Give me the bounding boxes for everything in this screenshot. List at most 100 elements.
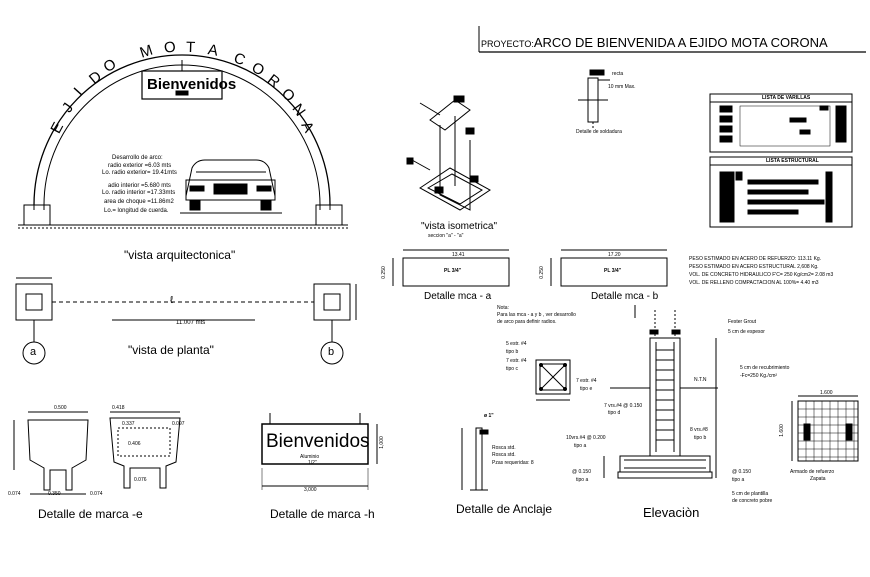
plan-drawing (15, 277, 357, 365)
marca-e-dim: 0.074 (90, 491, 103, 497)
marca-e-dim: 0.076 (134, 477, 147, 483)
anclaje-note: Rosca std. (492, 445, 516, 451)
arch-drawing (18, 54, 348, 229)
mca-a-label: PL 3/4" (444, 268, 462, 274)
zapata-drawing (791, 395, 859, 462)
marca-e-dim: 0.418 (112, 405, 125, 411)
anclaje-note: Pzas requeridas: 8 (492, 460, 534, 466)
axis-a-label: a (30, 346, 37, 358)
note-line: Para las mca - a y b , ver desarrollo (497, 312, 576, 318)
caption-seccion: seccion "a" - "a" (428, 233, 464, 239)
centerline-symbol: ℓ (170, 295, 174, 306)
elev-note: tipo b (506, 349, 519, 355)
arch-letter: O (162, 38, 178, 57)
soldadura-recta: recta (612, 71, 624, 77)
note-line: de arco para definir radios. (497, 319, 557, 325)
plan-dimension: 11.007 mts (176, 320, 206, 326)
marca-e-dim: 0.350 (48, 491, 61, 497)
marca-e-dim: 0.406 (128, 441, 141, 447)
note-line: Nota: (497, 305, 509, 311)
caption-zapata: Zapata (810, 476, 826, 482)
elev-note: tipo b (694, 435, 707, 441)
elev-note: 5 cm de recubrimiento (740, 365, 790, 371)
mca-details (392, 249, 668, 287)
elev-note: tipo a (576, 477, 589, 483)
marca-e-dim: 0.097 (172, 421, 185, 427)
table-estructural-title: LISTA ESTRUCTURAL (766, 158, 819, 164)
marca-h-width: 3,000 (304, 487, 317, 493)
elev-note: tipo a (732, 477, 745, 483)
car-drawing (180, 159, 282, 214)
elev-note: Fester Grout (728, 319, 757, 325)
elev-note: 8 vrs.#8 (690, 427, 708, 433)
mca-b-dim: 17.20 (608, 252, 621, 258)
zapata-dim2: 1.600 (778, 424, 785, 437)
arch-note: Lo. radio interior =17.33mts (102, 190, 176, 196)
arch-note: Desarrollo de arco: (112, 155, 163, 161)
caption-vista-planta: "vista de planta" (128, 343, 214, 357)
zapata-dim: 1.600 (820, 390, 833, 396)
marca-h-sign: Bienvenidos (266, 431, 370, 452)
elev-note: 7 vrs.#4 @ 0.150 (604, 403, 643, 409)
caption-soldadura: Detalle de soldadura (576, 129, 622, 135)
elev-note: tipo a (574, 443, 587, 449)
elev-note: @ 0.150 (572, 469, 591, 475)
weight-note: VOL. DE RELLENO COMPACTACION AL 100%= 4.… (689, 280, 819, 286)
elev-note: tipo d (608, 410, 621, 416)
elevation-drawing (603, 305, 718, 479)
arch-note: Lo. radio exterior= 19.41mts (102, 170, 177, 176)
arch-note: radio exterior =6.03 mts (108, 163, 172, 169)
elev-note: -Fc=250 Kg./cm² (740, 373, 778, 379)
mca-a-dim: 13.41 (452, 252, 465, 258)
elev-note: 7 estr. #4 (576, 378, 597, 384)
mca-b-height: 0.250 (538, 266, 545, 279)
project-title-text: ARCO DE BIENVENIDA A EJIDO MOTA CORONA (533, 35, 828, 50)
soldadura-detail (578, 69, 610, 130)
marca-h-sub: Aluminio (300, 454, 320, 460)
caption-vista-isometrica: "vista isometrica" (421, 221, 498, 232)
caption-vista-arquitectonica: "vista arquitectonica" (124, 248, 236, 262)
project-title: PROYECTO:ARCO DE BIENVENIDA A EJIDO MOTA… (481, 36, 828, 49)
anclaje-drawing (461, 427, 489, 491)
mca-b-label: PL 3/4" (604, 268, 622, 274)
weight-note: PESO ESTIMADO EN ACERO DE REFUERZO: 113.… (689, 256, 822, 262)
column-section (535, 359, 571, 401)
arch-note: Lo.= longitud de cuerda. (104, 208, 169, 214)
elev-note: tipo e (580, 386, 593, 392)
caption-detalle-e: Detalle de marca -e (38, 507, 143, 521)
arch-note: adio interior =5.680 mts (108, 183, 171, 189)
tables (709, 93, 853, 228)
anclaje-dia: ø 1" (484, 413, 494, 419)
elev-note: N.T.N (694, 377, 707, 383)
anclaje-note: Rosca std. (492, 452, 516, 458)
caption-detalle-b: Detalle mca - b (591, 291, 659, 302)
arch-sign: Bienvenidos (147, 76, 237, 93)
soldadura-max: 10 mm Max. (608, 84, 636, 90)
isometric-drawing (406, 95, 491, 211)
marca-h-sub: 1/2" (308, 460, 317, 466)
caption-detalle-a: Detalle mca - a (424, 291, 492, 302)
elev-note: tipo c (506, 366, 518, 372)
marca-h-height: 1,000 (378, 436, 385, 449)
project-prefix: PROYECTO: (481, 39, 534, 49)
caption-anclaje: Detalle de Anclaje (456, 502, 553, 516)
marca-h-drawing (261, 413, 378, 490)
marca-e-dim: 0.500 (54, 405, 67, 411)
elev-note: 5 estr. #4 (506, 341, 527, 347)
weight-note: PESO ESTIMADO EN ACERO ESTRUCTURAL 2,608… (689, 264, 819, 270)
table-varillas-title: LISTA DE VARILLAS (762, 95, 811, 101)
arch-letter: T (185, 38, 197, 57)
marca-e-drawing (13, 411, 181, 495)
arch-note: area de choque =11.86m2 (104, 199, 174, 205)
caption-armado: Armado de refuerzo (790, 469, 835, 475)
caption-elevacion: Elevaciòn (643, 505, 700, 520)
axis-b-label: b (328, 346, 335, 358)
caption-detalle-h: Detalle de marca -h (270, 507, 375, 521)
marca-e-dim: 0.074 (8, 491, 21, 497)
elev-note: 5 cm de plantilla (732, 491, 769, 497)
mca-a-height: 0.250 (380, 266, 387, 279)
elev-note: 10vrs.#4 @ 0.200 (566, 435, 606, 441)
marca-e-dim: 0.337 (122, 421, 135, 427)
elev-note: 7 estr. #4 (506, 358, 527, 364)
